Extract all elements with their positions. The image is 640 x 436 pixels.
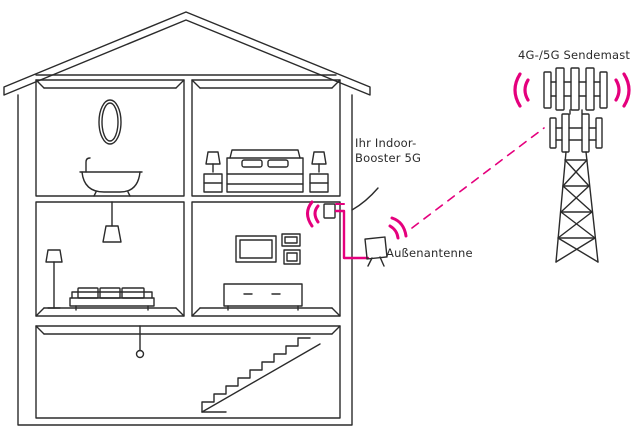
nightstand-lamp-right-icon — [309, 151, 329, 193]
nightstand-lamp-left-icon — [203, 151, 223, 193]
sofa-icon — [69, 287, 155, 311]
house-walls — [17, 94, 353, 426]
sideboard-icon — [223, 283, 303, 311]
tower-label: 4G-/5G Sendemast — [518, 48, 631, 62]
bed-icon — [226, 149, 304, 193]
booster-label-line1: Ihr Indoor- — [355, 136, 417, 150]
indoor-booster-icon — [323, 203, 370, 260]
picture-frame-icon — [281, 233, 301, 265]
tower-signal-waves-icon — [513, 72, 631, 108]
roof — [3, 11, 371, 96]
indoor-signal-waves-icon — [306, 200, 320, 228]
bathtub-icon — [79, 157, 143, 197]
booster-label-line2: Booster 5G — [355, 151, 422, 165]
room-back-lines — [43, 87, 333, 335]
floor-lamp-icon — [45, 249, 63, 309]
antenna-label: Außenantenne — [386, 246, 473, 260]
outdoor-antenna-icon — [364, 236, 388, 267]
booster-pointer — [351, 187, 379, 211]
signal-link-dashed — [411, 127, 545, 229]
room-bedroom — [191, 79, 341, 197]
room-livingroom — [35, 201, 185, 317]
room-mediaroom — [191, 201, 341, 317]
tv-icon — [235, 235, 277, 263]
mirror-icon — [98, 99, 122, 145]
basement-lamp-icon — [135, 325, 145, 359]
booster-label: Ihr Indoor- Booster 5G — [355, 136, 421, 166]
room-basement — [35, 325, 341, 419]
house-icon — [3, 11, 371, 426]
perspective-lines — [35, 79, 341, 335]
staircase-icon — [201, 337, 321, 413]
antenna-signal-waves-icon — [388, 216, 408, 240]
room-bathroom — [35, 79, 185, 197]
cell-tower-icon — [543, 67, 608, 263]
pendant-lamp-icon — [102, 201, 122, 243]
